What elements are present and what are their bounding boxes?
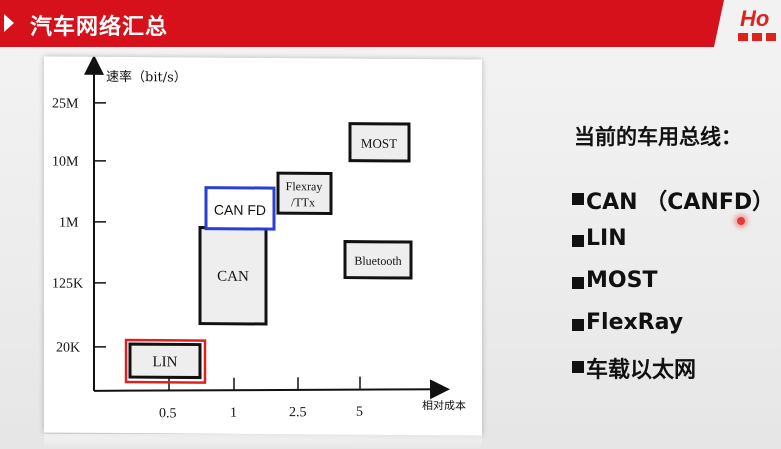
- page-title: 汽车网络汇总: [30, 15, 169, 40]
- x-axis: [93, 379, 450, 400]
- lin-box: [128, 342, 202, 380]
- company-logo: Ho: [714, 0, 781, 47]
- x-tick-label: 0.5: [159, 406, 176, 421]
- y-tick-label: 10M: [52, 155, 79, 170]
- list-item: 车载以太网: [572, 352, 774, 394]
- list-item: LIN: [572, 226, 774, 268]
- x-ticks: 0.5 1 2.5 5: [159, 376, 363, 421]
- bus-chart-panel: 速率（bit/s） 相对成本 25M 10M 1M 125K 20K 0.5 1…: [44, 56, 482, 436]
- list-item: MOST: [572, 268, 774, 310]
- x-axis-label: 相对成本: [422, 398, 466, 412]
- y-tick-label: 1M: [59, 216, 79, 231]
- y-axis-label: 速率（bit/s）: [106, 69, 187, 86]
- most-box: [348, 122, 411, 163]
- logo-dots: [738, 33, 776, 41]
- square-bullet-icon: [572, 277, 584, 289]
- y-tick-label: 20K: [56, 341, 80, 356]
- x-tick-label: 2.5: [289, 405, 306, 420]
- bluetooth-box: [343, 240, 413, 280]
- header-bar: 汽车网络汇总 Ho: [0, 0, 781, 47]
- bus-list: CAN （CANFD） LIN MOST FlexRay 车载以太网: [572, 184, 774, 394]
- canfd-label: CAN FD: [214, 202, 266, 218]
- chart-reflection: [44, 434, 482, 449]
- x-tick-label: 5: [356, 405, 363, 420]
- bus-list-title: 当前的车用总线：: [574, 125, 742, 149]
- x-tick-label: 1: [230, 406, 237, 421]
- canfd-highlight: [204, 186, 276, 231]
- lin-highlight: [124, 338, 207, 384]
- square-bullet-icon: [572, 193, 584, 205]
- square-bullet-icon: [572, 319, 584, 331]
- list-item: CAN （CANFD）: [572, 184, 774, 226]
- logo-text: Ho: [740, 6, 770, 31]
- flexray-label-line1: Flexray: [286, 179, 323, 193]
- bus-chart: 速率（bit/s） 相对成本 25M 10M 1M 125K 20K 0.5 1…: [52, 56, 466, 421]
- lin-label: LIN: [153, 354, 178, 370]
- flexray-box: [276, 171, 333, 215]
- y-ticks: 25M 10M 1M 125K 20K: [52, 97, 106, 356]
- play-arrow-icon: [4, 14, 14, 32]
- can-label: CAN: [217, 269, 249, 285]
- y-tick-label: 25M: [52, 97, 79, 112]
- most-label: MOST: [361, 136, 397, 151]
- square-bullet-icon: [572, 235, 584, 247]
- bluetooth-label: Bluetooth: [354, 254, 401, 268]
- y-tick-label: 125K: [52, 277, 83, 292]
- flexray-label-line2: /TTx: [291, 195, 315, 209]
- laser-pointer-dot: [737, 217, 745, 225]
- list-item: FlexRay: [572, 310, 774, 352]
- square-bullet-icon: [572, 361, 584, 373]
